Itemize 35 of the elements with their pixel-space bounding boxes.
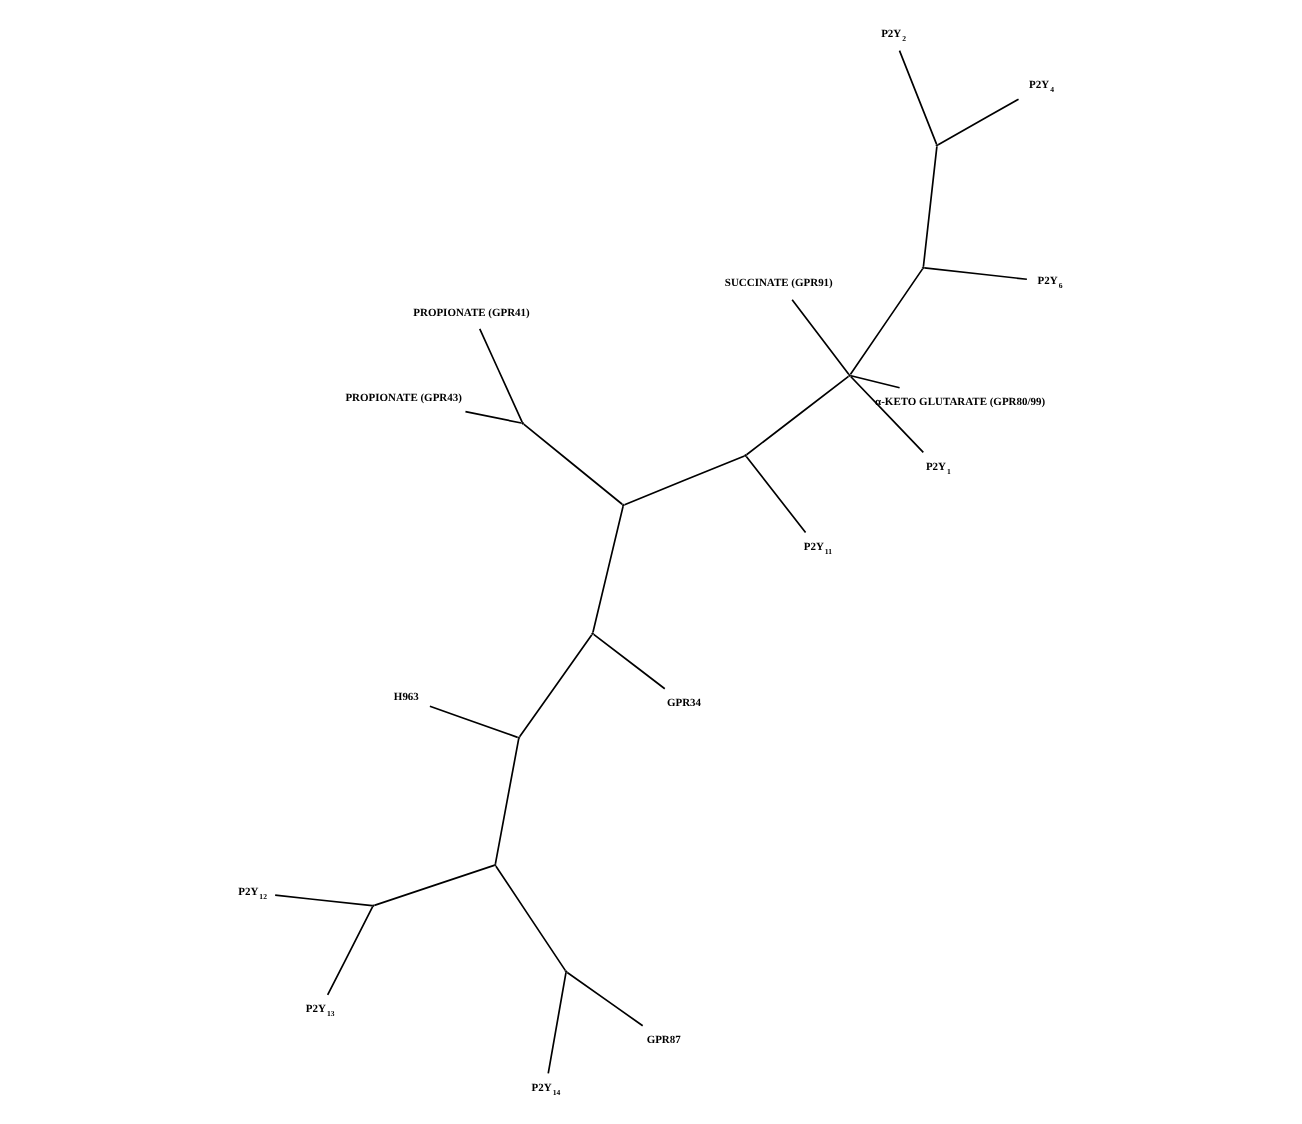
connector [923,267,1028,281]
node-point [517,736,521,740]
connector [429,705,519,739]
node-point [921,266,925,270]
connector [849,375,925,454]
connector [850,374,901,389]
node-point [622,503,625,507]
connector [745,375,850,456]
node-point [744,454,747,457]
connector [326,906,374,996]
connector [623,455,746,506]
connector [522,423,624,506]
connector [274,894,373,907]
node-point [591,632,594,635]
node-point [935,144,939,147]
connector [464,410,523,424]
connector [791,298,850,376]
connector [592,505,624,634]
connector [922,145,938,268]
connector [745,455,807,534]
node-point [371,904,375,908]
connector [898,49,938,145]
connector [494,738,520,865]
connector [849,268,924,376]
connector [547,972,567,1075]
node-point [564,970,568,973]
connector [478,328,523,423]
connector [592,633,666,690]
node-point [493,863,497,867]
connector [518,633,593,738]
connector [566,971,644,1027]
connector [373,864,495,907]
connector [495,865,567,972]
node-point [521,421,525,425]
connector [937,98,1020,146]
